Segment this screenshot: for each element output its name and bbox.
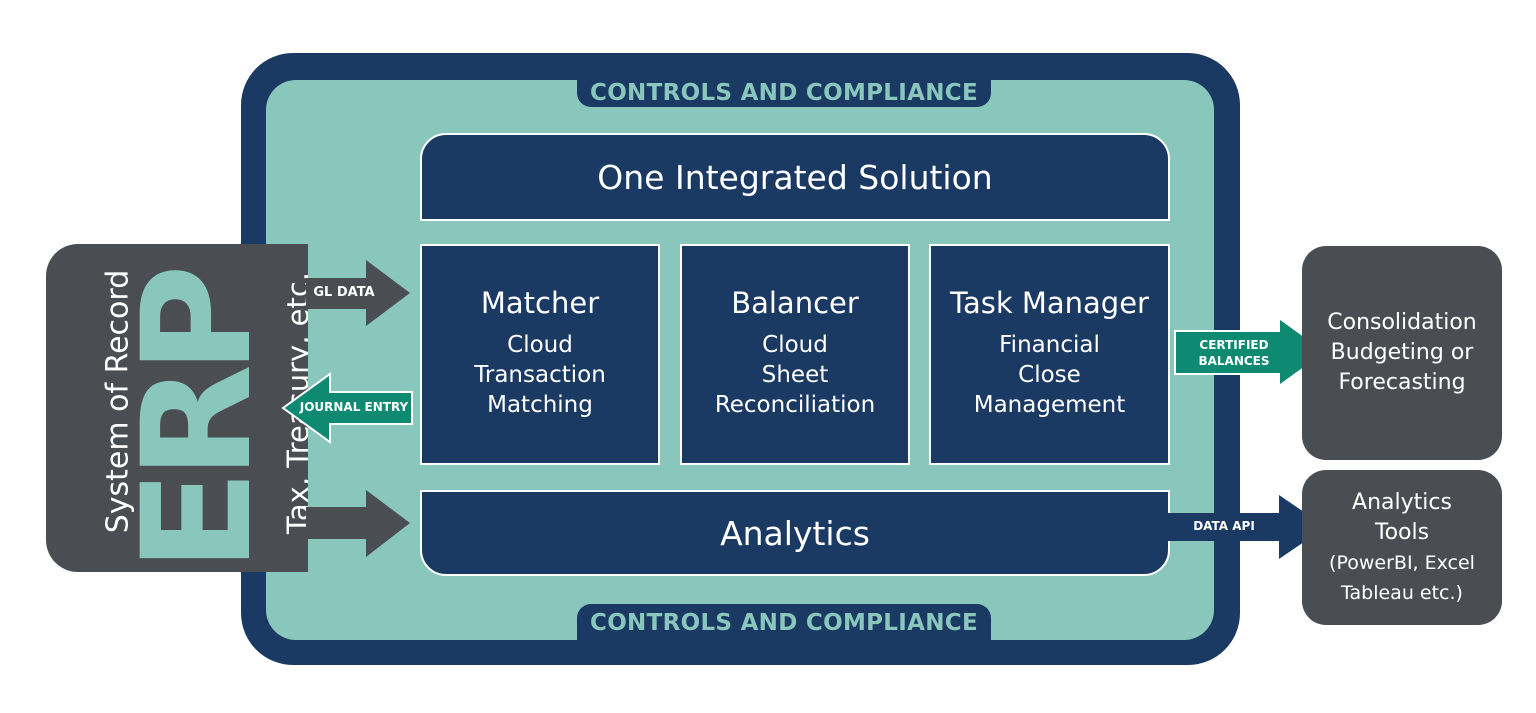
integrated-solution-header: One Integrated Solution: [420, 133, 1170, 221]
balancer-module: Balancer Cloud Sheet Reconciliation: [680, 244, 910, 465]
module-title: Task Manager: [950, 286, 1149, 320]
certified-balances-label: CERTIFIED BALANCES: [1186, 337, 1282, 369]
consolidation-line: Consolidation: [1327, 310, 1477, 335]
controls-compliance-bottom-tab: CONTROLS AND COMPLIANCE: [577, 604, 991, 642]
module-desc-line: Cloud: [762, 332, 828, 358]
controls-compliance-top-tab: CONTROLS AND COMPLIANCE: [577, 79, 991, 107]
module-desc-line: Cloud: [507, 332, 573, 358]
certified-label-line: BALANCES: [1198, 354, 1270, 368]
analytics-block: Analytics: [420, 490, 1170, 576]
module-desc-line: Close: [1018, 362, 1081, 388]
module-desc-line: Management: [973, 392, 1126, 418]
certified-label-line: CERTIFIED: [1199, 338, 1269, 352]
tools-line: (PowerBI, Excel: [1329, 551, 1475, 574]
analytics-tools-box: Analytics Tools (PowerBI, Excel Tableau …: [1302, 470, 1502, 625]
matcher-module: Matcher Cloud Transaction Matching: [420, 244, 660, 465]
module-desc-line: Sheet: [761, 362, 829, 388]
consolidation-line: Forecasting: [1338, 370, 1466, 395]
tools-line: Tools: [1374, 519, 1430, 545]
module-desc-line: Reconciliation: [714, 392, 876, 418]
module-description: Cloud Transaction Matching: [474, 330, 606, 420]
data-api-arrow: [1168, 495, 1326, 559]
tools-line: Tableau etc.): [1341, 581, 1463, 604]
consolidation-line: Budgeting or: [1330, 340, 1474, 365]
journal-entry-arrow: [281, 372, 413, 444]
module-description: Financial Close Management: [974, 330, 1126, 420]
module-desc-line: Financial: [999, 332, 1100, 358]
module-title: Balancer: [731, 286, 859, 320]
gl-data-label: GL DATA: [313, 285, 375, 300]
module-description: Cloud Sheet Reconciliation: [715, 330, 875, 420]
gl-data-arrow: [306, 260, 410, 326]
module-title: Matcher: [480, 286, 600, 320]
task-manager-module: Task Manager Financial Close Management: [929, 244, 1170, 465]
module-desc-line: Transaction: [474, 362, 606, 388]
module-desc-line: Matching: [487, 392, 593, 418]
erp-system-box: System of Record ERP Tax, Treasury, etc.: [46, 244, 308, 572]
analytics-input-arrow: [306, 490, 410, 557]
consolidation-box: Consolidation Budgeting or Forecasting: [1302, 246, 1502, 460]
tools-line: Analytics: [1352, 489, 1452, 515]
data-api-label: DATA API: [1193, 519, 1255, 533]
journal-entry-label: JOURNAL ENTRY: [299, 400, 409, 414]
